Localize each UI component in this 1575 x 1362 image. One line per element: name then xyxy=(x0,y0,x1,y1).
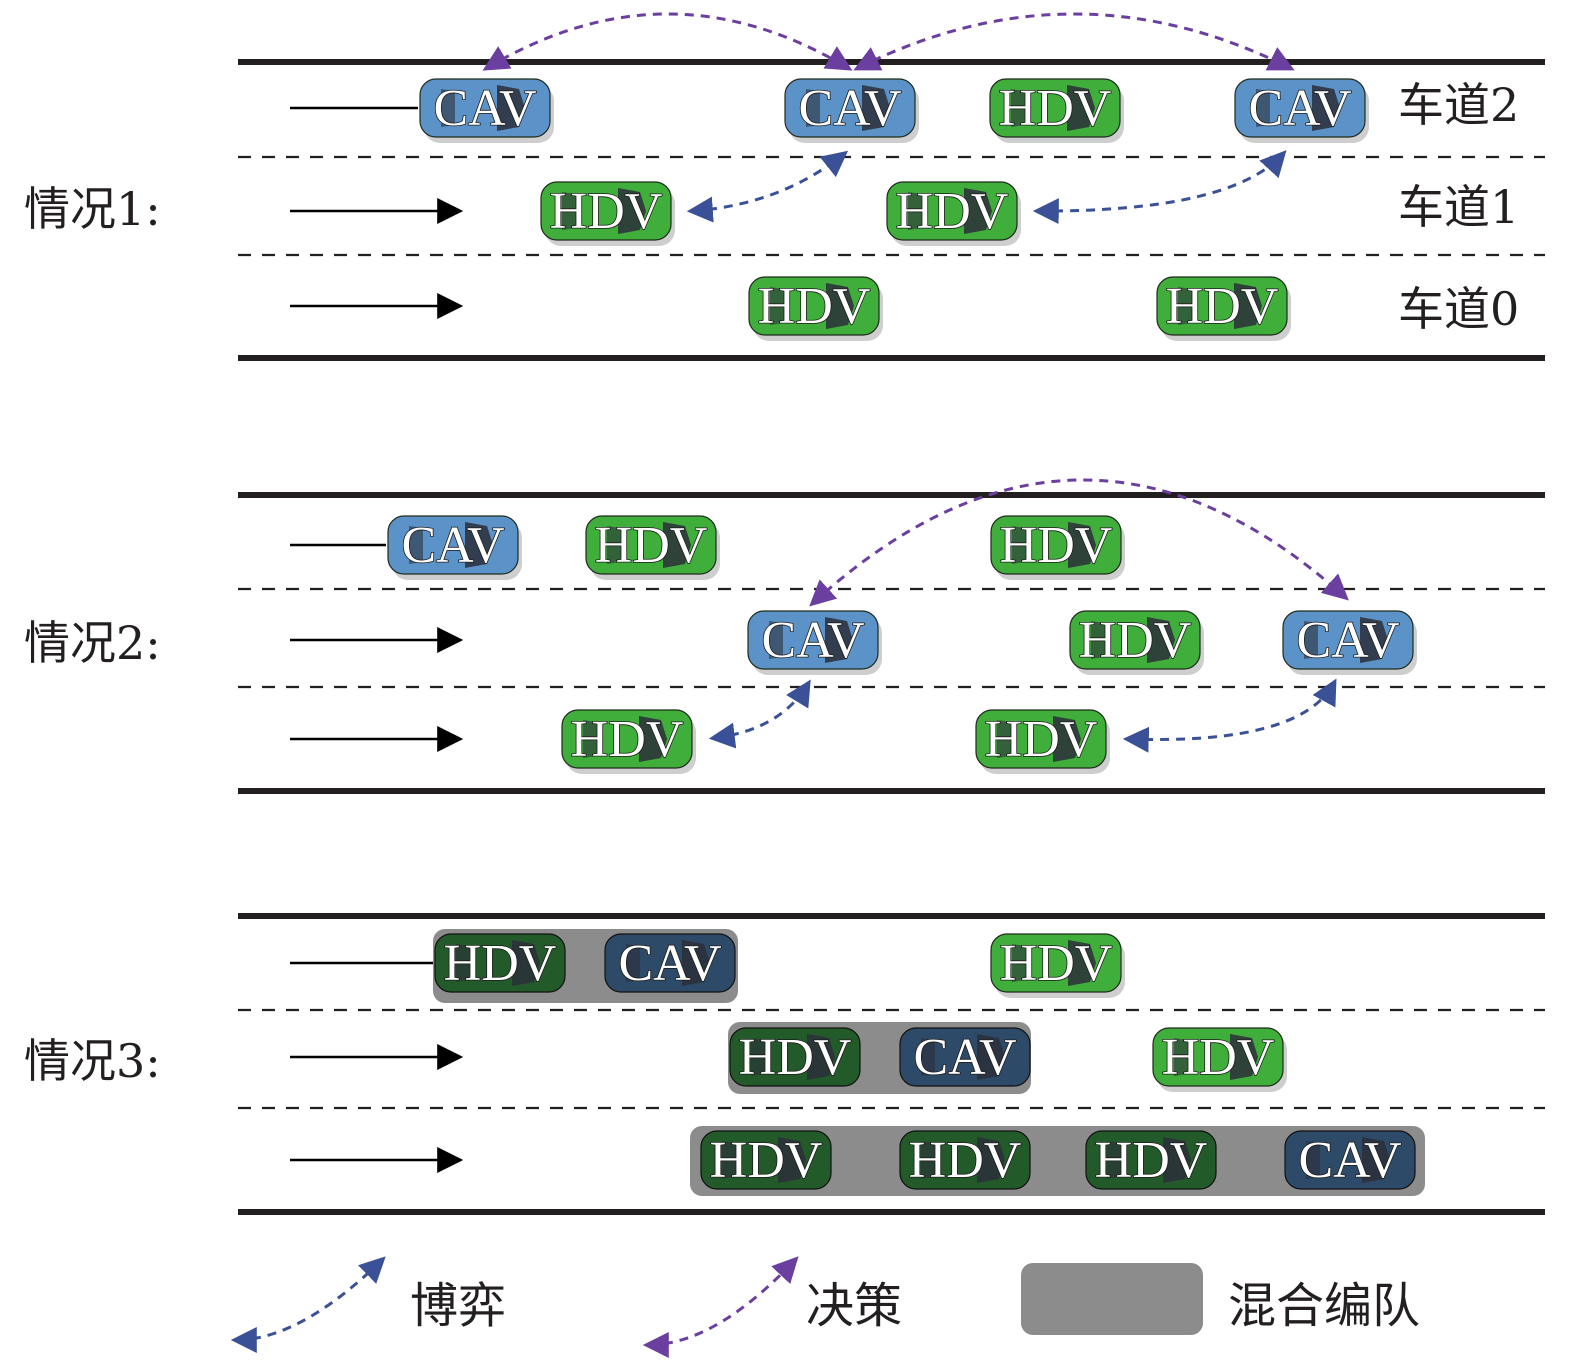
decision-arrow xyxy=(809,478,1349,607)
cav-vehicle-icon: CAV xyxy=(899,1027,1031,1087)
hdv-vehicle-icon: HDV xyxy=(434,933,566,993)
cav-label: CAV xyxy=(433,80,536,137)
hdv-label: HDV xyxy=(909,1132,1022,1189)
hdv-vehicle-icon: HDV xyxy=(975,709,1110,774)
game-arrow xyxy=(1122,678,1337,753)
game-arrow xyxy=(686,150,849,223)
cav-vehicle-icon: CAV xyxy=(784,78,919,143)
legend-decision-label: 决策 xyxy=(806,1278,903,1334)
hdv-vehicle-icon: HDV xyxy=(899,1130,1031,1190)
hdv-label: HDV xyxy=(758,278,871,335)
mixed-platoon-box xyxy=(690,1126,1425,1196)
hdv-vehicle-icon: HDV xyxy=(886,181,1021,246)
hdv-vehicle-icon: HDV xyxy=(1156,276,1291,341)
hdv-label: HDV xyxy=(710,1132,823,1189)
lane-1-label: 车道1 xyxy=(1398,180,1520,234)
hdv-label: HDV xyxy=(1000,517,1113,574)
cav-vehicle-icon: CAV xyxy=(1284,1130,1416,1190)
cav-label: CAV xyxy=(401,517,504,574)
hdv-label: HDV xyxy=(571,711,684,768)
hdv-vehicle-icon: HDV xyxy=(1085,1130,1217,1190)
hdv-vehicle-icon: HDV xyxy=(585,515,720,580)
legend-game-arrow xyxy=(230,1256,386,1353)
cav-label: CAV xyxy=(913,1029,1016,1086)
decision-arrow xyxy=(482,12,853,71)
legend-platoon-swatch xyxy=(1021,1263,1203,1335)
hdv-label: HDV xyxy=(595,517,708,574)
legend-game-label: 博弈 xyxy=(410,1278,507,1334)
hdv-vehicle-icon: HDV xyxy=(990,933,1125,998)
game-arrow xyxy=(1032,150,1287,225)
cav-vehicle-icon: CAV xyxy=(747,610,882,675)
hdv-vehicle-icon: HDV xyxy=(1069,610,1204,675)
hdv-label: HDV xyxy=(739,1029,852,1086)
hdv-vehicle-icon: HDV xyxy=(561,709,696,774)
legend-decision-arrow xyxy=(642,1256,799,1358)
scenario-1-label: 情况1: xyxy=(24,182,161,236)
hdv-vehicle-icon: HDV xyxy=(729,1027,861,1087)
hdv-vehicle-icon: HDV xyxy=(748,276,883,341)
cav-label: CAV xyxy=(618,935,721,992)
hdv-label: HDV xyxy=(999,80,1112,137)
hdv-label: HDV xyxy=(985,711,1098,768)
cav-vehicle-icon: CAV xyxy=(604,933,736,993)
lane-2-label: 车道2 xyxy=(1398,78,1520,132)
hdv-vehicle-icon: HDV xyxy=(989,78,1124,143)
road-scenario-3 xyxy=(238,913,1545,1215)
hdv-vehicle-icon: HDV xyxy=(540,181,675,246)
scenario-3-label: 情况3: xyxy=(24,1034,161,1088)
hdv-label: HDV xyxy=(444,935,557,992)
cav-label: CAV xyxy=(1296,612,1399,669)
hdv-label: HDV xyxy=(1000,935,1113,992)
cav-label: CAV xyxy=(1298,1132,1401,1189)
hdv-vehicle-icon: HDV xyxy=(1152,1027,1287,1092)
cav-vehicle-icon: CAV xyxy=(419,78,554,143)
cav-vehicle-icon: CAV xyxy=(387,515,522,580)
hdv-label: HDV xyxy=(1095,1132,1208,1189)
cav-vehicle-icon: CAV xyxy=(1234,78,1369,143)
legend-platoon-label: 混合编队 xyxy=(1228,1278,1421,1334)
cav-label: CAV xyxy=(798,80,901,137)
hdv-vehicle-icon: HDV xyxy=(990,515,1125,580)
hdv-vehicle-icon: HDV xyxy=(700,1130,832,1190)
hdv-label: HDV xyxy=(1162,1029,1275,1086)
cav-label: CAV xyxy=(761,612,864,669)
hdv-label: HDV xyxy=(1166,278,1279,335)
hdv-label: HDV xyxy=(550,183,663,240)
decision-arrow xyxy=(853,12,1295,71)
hdv-label: HDV xyxy=(1079,612,1192,669)
cav-label: CAV xyxy=(1248,80,1351,137)
cav-vehicle-icon: CAV xyxy=(1282,610,1417,675)
lane-0-label: 车道0 xyxy=(1398,282,1520,336)
scenario-2-label: 情况2: xyxy=(24,616,161,670)
hdv-label: HDV xyxy=(896,183,1009,240)
game-arrow xyxy=(708,679,811,749)
